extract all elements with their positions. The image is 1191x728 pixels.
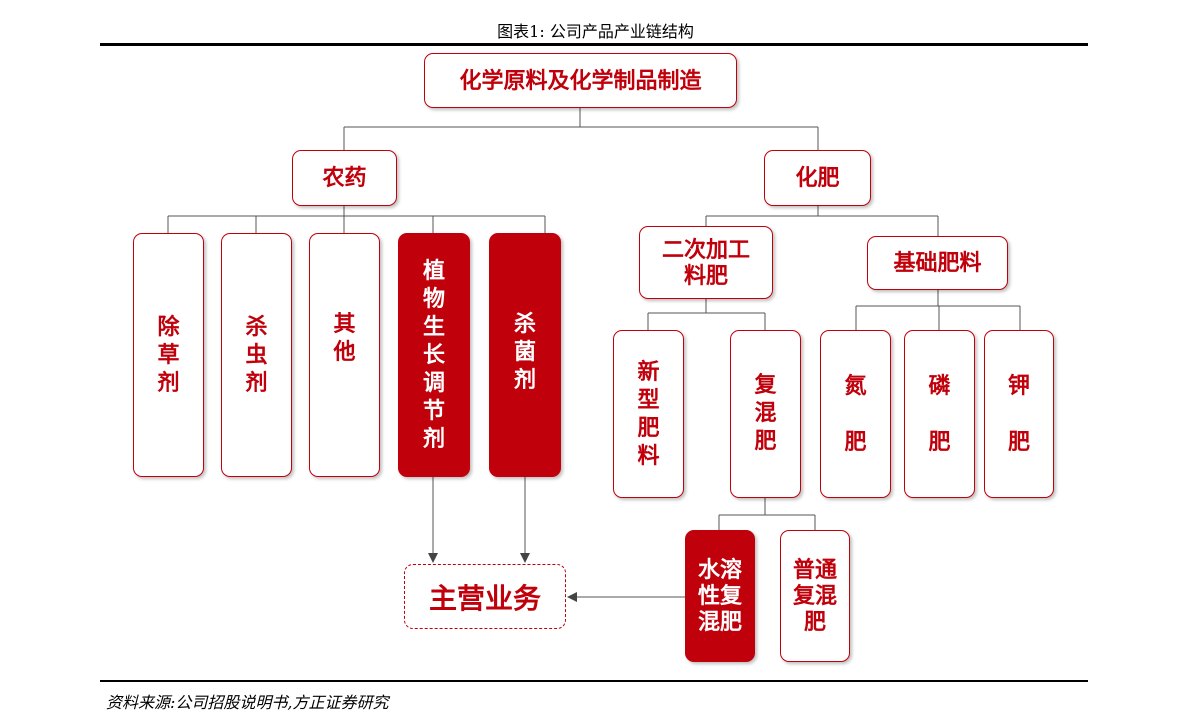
label-char: 肥 — [754, 428, 777, 454]
node-potash-fertilizer: 钾肥 — [984, 330, 1054, 498]
node-plant-growth-regulator: 植物生长调节剂 — [398, 233, 470, 477]
label-char: 物 — [422, 286, 445, 312]
node-secondary-processed-fertilizer: 二次加工料肥 — [639, 226, 773, 299]
label-char: 剂 — [157, 370, 180, 396]
label-char: 剂 — [513, 367, 536, 393]
label-char: 肥 — [1007, 429, 1030, 455]
vertical-label: 磷肥 — [928, 358, 950, 470]
top-rule — [100, 43, 1088, 46]
label-char: 肥 — [844, 429, 867, 455]
source-note: 资料来源:公司招股说明书,方正证券研究 — [106, 693, 389, 712]
label-char: 新 — [637, 359, 660, 385]
node-phosphate-fertilizer: 磷肥 — [904, 330, 975, 498]
node-new-type-fertilizer: 新型肥料 — [613, 330, 684, 498]
vertical-label: 其他 — [333, 310, 355, 366]
vertical-label: 植物生长调节剂 — [423, 257, 445, 453]
label-char: 菌 — [513, 339, 536, 365]
node-ordinary-compound-fertilizer: 普通复混肥 — [780, 530, 850, 662]
node-herbicide: 除草剂 — [133, 233, 204, 477]
label-char: 钾 — [1007, 373, 1030, 399]
label-char: 剂 — [422, 426, 445, 452]
label-char: 杀 — [245, 314, 268, 340]
node-fungicide: 杀菌剂 — [489, 233, 561, 477]
box-label: 普通复混肥 — [792, 557, 837, 635]
label-char: 复 — [754, 372, 777, 398]
label-char: 生 — [422, 314, 445, 340]
vertical-label: 氮肥 — [844, 358, 866, 470]
vertical-label: 杀虫剂 — [245, 313, 267, 397]
node-chemical-manufacturing: 化学原料及化学制品制造 — [424, 53, 737, 108]
label-char: 其 — [333, 311, 356, 337]
label-char: 长 — [422, 342, 445, 368]
vertical-label: 杀菌剂 — [514, 310, 536, 394]
figure-title: 图表1: 公司产品产业链结构 — [497, 22, 694, 41]
label-char: 肥 — [928, 429, 951, 455]
node-insecticide: 杀虫剂 — [221, 233, 292, 477]
node-other: 其他 — [309, 233, 380, 477]
box-label: 水溶性复混肥 — [697, 557, 742, 635]
box-label: 二次加工料肥 — [661, 236, 750, 289]
label-char: 节 — [422, 398, 445, 424]
vertical-label: 新型肥料 — [637, 358, 659, 470]
vertical-label: 钾肥 — [1008, 358, 1030, 470]
label-char: 混 — [754, 400, 777, 426]
label-char: 除 — [157, 314, 180, 340]
label-char: 磷 — [928, 373, 951, 399]
label-char: 虫 — [245, 342, 268, 368]
vertical-label: 复混肥 — [754, 371, 776, 455]
node-main-business: 主营业务 — [404, 564, 566, 629]
label-char: 调 — [422, 370, 445, 396]
bottom-rule — [100, 680, 1088, 682]
node-water-soluble-compound-fertilizer: 水溶性复混肥 — [685, 530, 755, 662]
vertical-label: 除草剂 — [157, 313, 179, 397]
label-char: 肥 — [637, 415, 660, 441]
label-char: 草 — [157, 342, 180, 368]
node-fertilizer: 化肥 — [764, 150, 871, 206]
node-compound-fertilizer: 复混肥 — [730, 330, 801, 498]
node-nitrogen-fertilizer: 氮肥 — [820, 330, 891, 498]
label-char: 植 — [422, 258, 445, 284]
node-basic-fertilizer: 基础肥料 — [867, 236, 1008, 290]
node-pesticide: 农药 — [292, 150, 397, 206]
label-char: 剂 — [245, 370, 268, 396]
label-char: 他 — [333, 339, 356, 365]
label-char: 料 — [637, 443, 660, 469]
label-char: 型 — [637, 387, 660, 413]
label-char: 杀 — [513, 311, 536, 337]
label-char: 氮 — [844, 373, 867, 399]
